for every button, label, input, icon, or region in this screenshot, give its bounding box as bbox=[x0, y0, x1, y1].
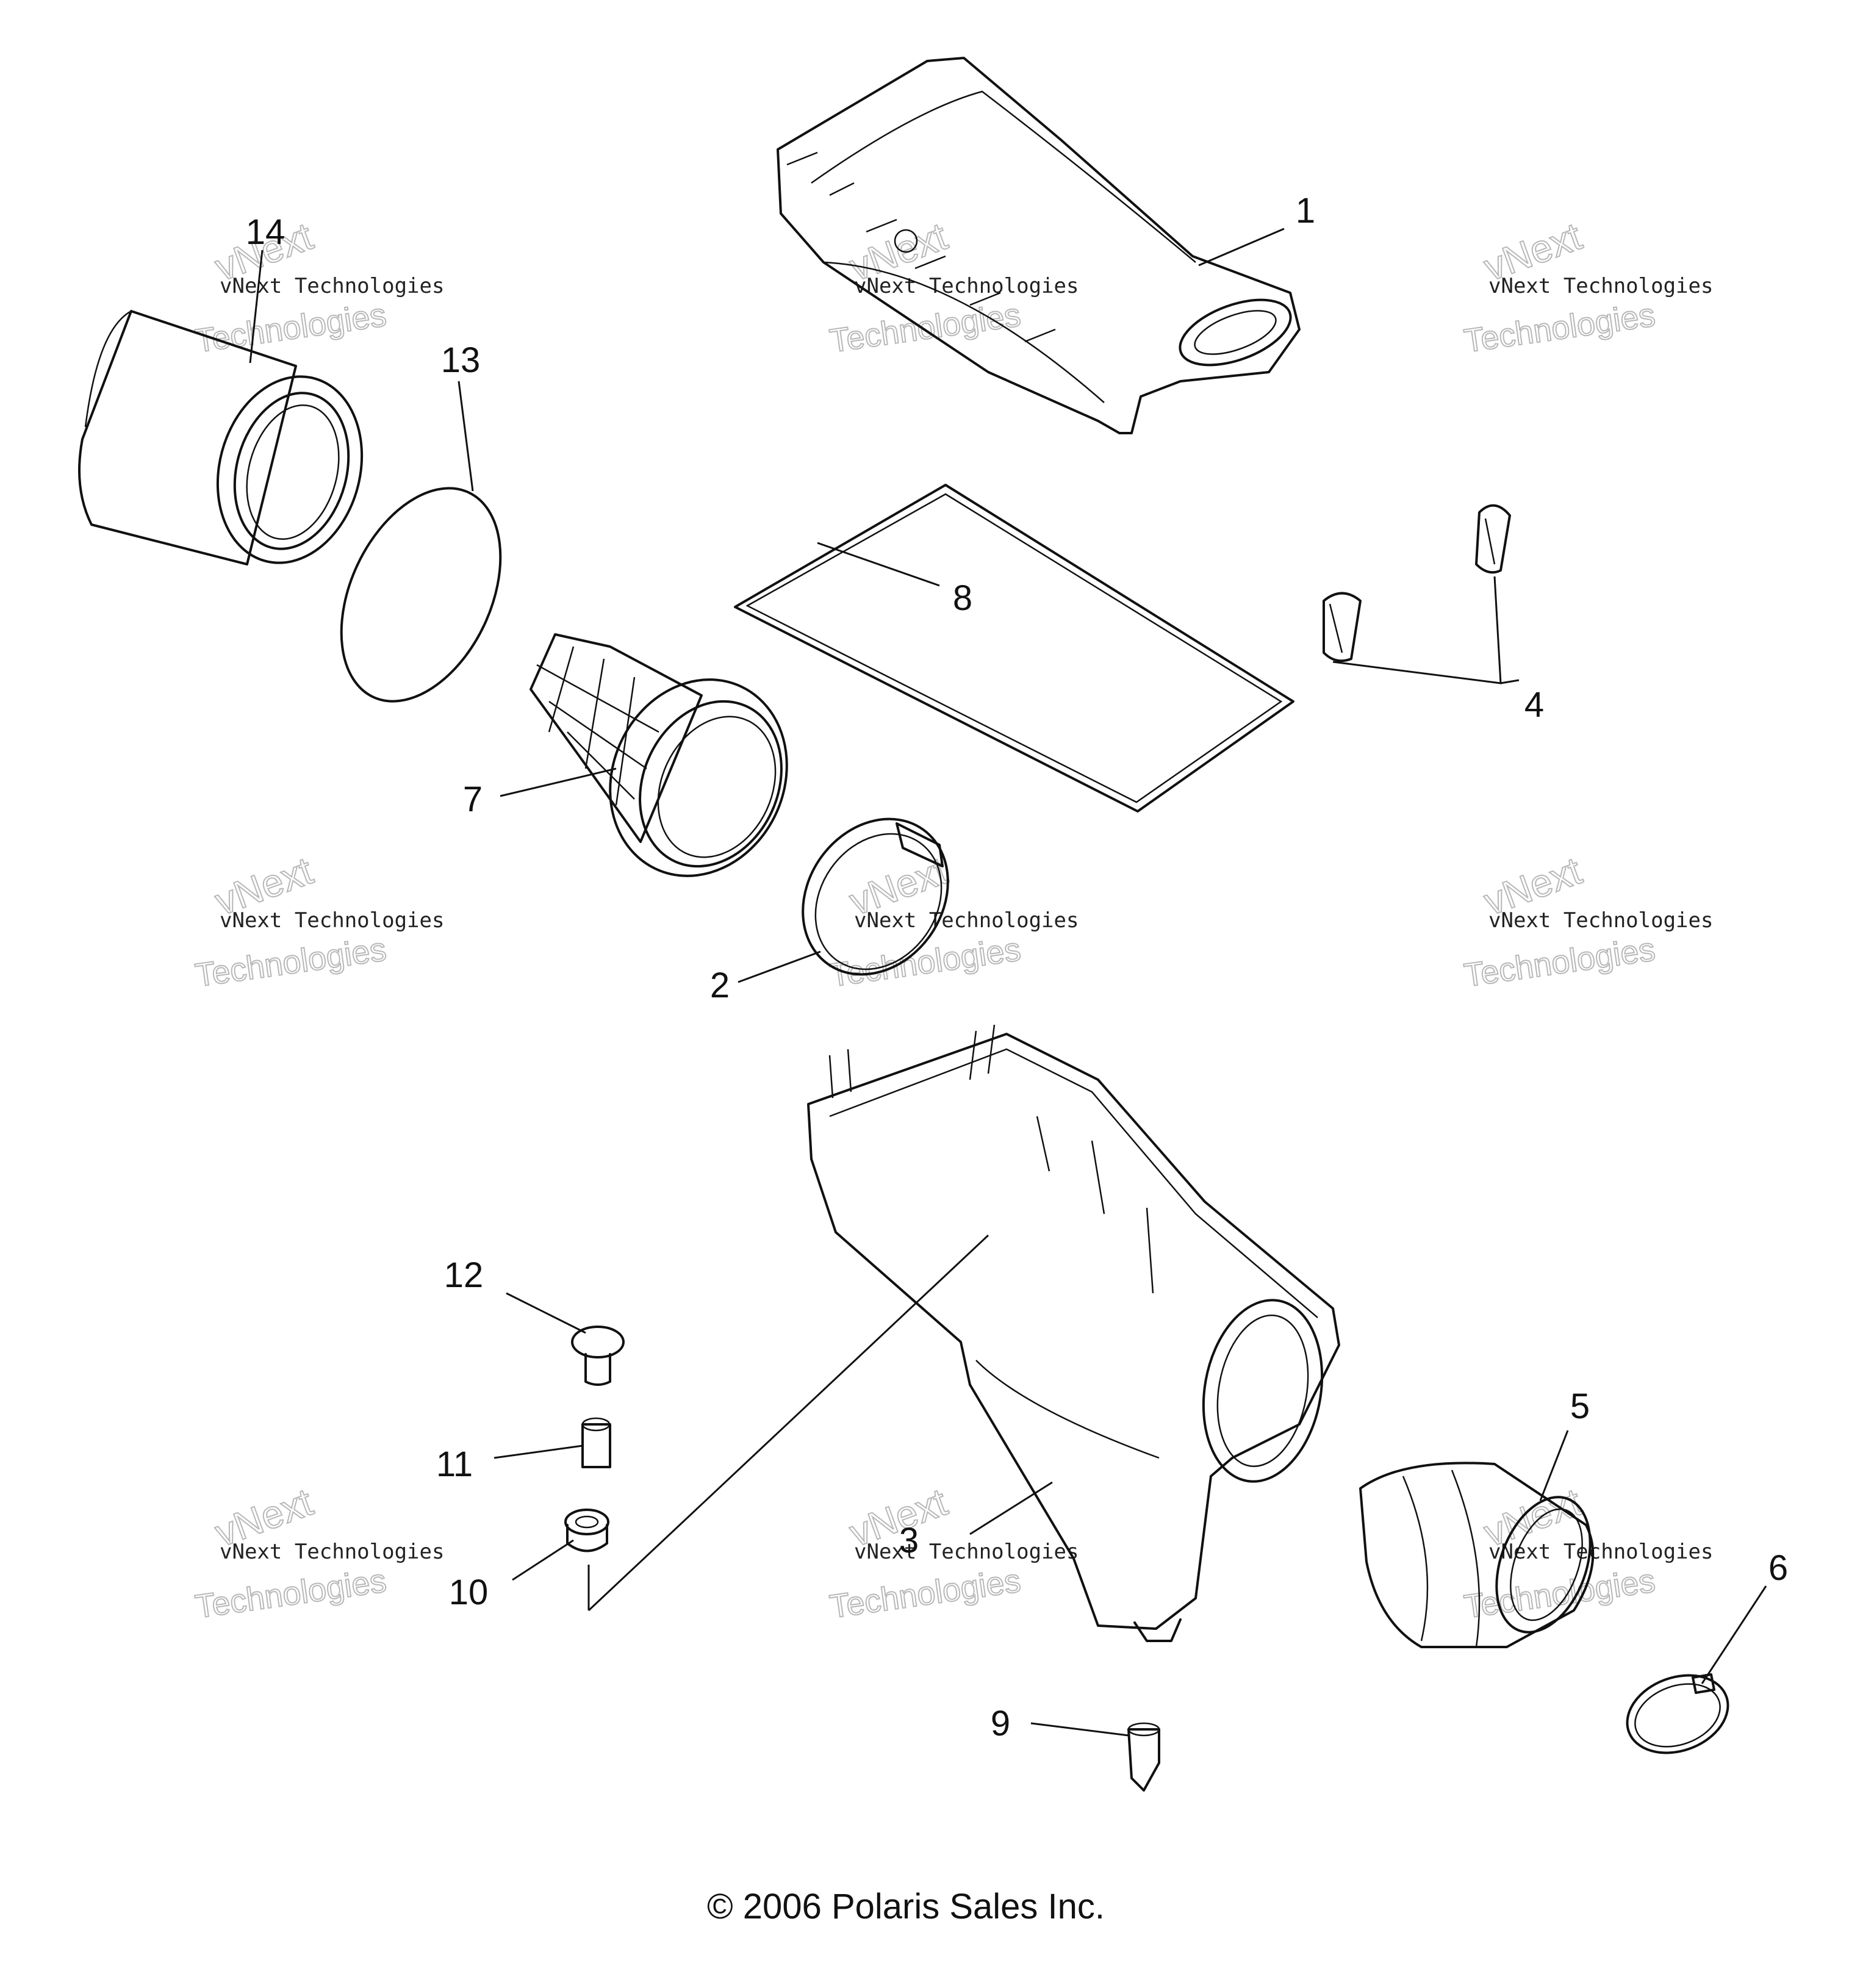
watermark: vNext vNext Technologies Technologies bbox=[192, 848, 444, 995]
watermark-large: Technologies bbox=[1462, 931, 1657, 994]
callout-numbers: 1 2 3 4 5 6 7 8 9 10 11 12 13 14 bbox=[246, 191, 1788, 1743]
leader-lines bbox=[249, 228, 1767, 1737]
part-3-airbox-housing bbox=[807, 1024, 1340, 1642]
watermark-text: vNext Technologies bbox=[854, 274, 1079, 298]
watermark-text: vNext Technologies bbox=[854, 908, 1079, 933]
leader-12 bbox=[506, 1292, 586, 1334]
callout-2: 2 bbox=[710, 966, 730, 1005]
watermark-text: vNext Technologies bbox=[220, 908, 444, 933]
watermark-text: vNext Technologies bbox=[854, 1540, 1079, 1564]
watermark-grid: vNext vNext Technologies Technologies vN… bbox=[192, 214, 1713, 1626]
watermark: vNext vNext Technologies Technologies bbox=[1461, 214, 1713, 361]
callout-4: 4 bbox=[1524, 685, 1544, 725]
part-10-grommet bbox=[564, 1509, 609, 1552]
leader-2 bbox=[738, 950, 821, 983]
callout-5: 5 bbox=[1570, 1387, 1590, 1426]
leader-4 bbox=[1332, 576, 1520, 684]
watermark-text: vNext Technologies bbox=[1488, 274, 1713, 298]
watermark-large: Technologies bbox=[827, 1562, 1023, 1625]
part-8-gasket bbox=[734, 484, 1294, 813]
callout-9: 9 bbox=[991, 1704, 1010, 1743]
leader-14 bbox=[249, 249, 264, 364]
part-9-drain-valve bbox=[1127, 1722, 1160, 1792]
watermark: vNext vNext Technologies Technologies bbox=[827, 214, 1079, 361]
leader-1 bbox=[1198, 228, 1285, 267]
callout-3: 3 bbox=[899, 1521, 919, 1560]
copyright-notice: © 2006 Polaris Sales Inc. bbox=[707, 1887, 1105, 1926]
watermark-large: Technologies bbox=[193, 296, 389, 359]
watermark-large: Technologies bbox=[827, 296, 1023, 359]
callout-6: 6 bbox=[1768, 1548, 1788, 1588]
part-14-air-filter bbox=[78, 310, 364, 565]
watermark: vNext vNext Technologies Technologies bbox=[827, 848, 1079, 995]
watermark: vNext vNext Technologies Technologies bbox=[192, 1479, 444, 1626]
part-12-screw bbox=[571, 1326, 625, 1386]
watermark-text: vNext Technologies bbox=[220, 1540, 444, 1564]
leader-5 bbox=[1539, 1430, 1569, 1501]
part-4-clips bbox=[1323, 504, 1511, 662]
leader-8 bbox=[817, 542, 940, 587]
watermark-text: vNext Technologies bbox=[220, 274, 444, 298]
leader-9 bbox=[1030, 1722, 1129, 1737]
part-11-spacer bbox=[581, 1417, 611, 1468]
part-13-o-ring bbox=[340, 487, 502, 703]
watermark-large: Technologies bbox=[193, 1562, 389, 1625]
part-6-small-clamp bbox=[1626, 1673, 1729, 1754]
leader-11 bbox=[494, 1444, 583, 1459]
leader-3 bbox=[587, 1234, 1053, 1612]
leader-10 bbox=[512, 1539, 574, 1581]
watermark: vNext vNext Technologies Technologies bbox=[1461, 848, 1713, 995]
part-5-outlet-boot bbox=[1359, 1462, 1595, 1648]
part-1-airbox-cover bbox=[777, 57, 1301, 434]
callout-11: 11 bbox=[436, 1444, 473, 1484]
watermark-text: vNext Technologies bbox=[1488, 1540, 1713, 1564]
callout-14: 14 bbox=[246, 212, 285, 252]
watermark-large: Technologies bbox=[1462, 296, 1657, 359]
part-7-intake-adapter bbox=[530, 633, 788, 877]
watermark: vNext vNext Technologies Technologies bbox=[192, 214, 444, 361]
callout-8: 8 bbox=[953, 578, 972, 618]
callout-12: 12 bbox=[444, 1255, 484, 1295]
watermark-text: vNext Technologies bbox=[1488, 908, 1713, 933]
watermark-large: Technologies bbox=[193, 931, 389, 994]
leader-13 bbox=[458, 381, 474, 492]
callout-1: 1 bbox=[1296, 191, 1315, 231]
callout-10: 10 bbox=[449, 1573, 489, 1612]
part-2-hose-clamp bbox=[802, 817, 949, 976]
leader-7 bbox=[500, 767, 617, 797]
callout-13: 13 bbox=[441, 340, 481, 380]
leader-6 bbox=[1701, 1585, 1767, 1684]
callout-7: 7 bbox=[463, 780, 483, 819]
watermark: vNext vNext Technologies Technologies bbox=[827, 1479, 1079, 1626]
